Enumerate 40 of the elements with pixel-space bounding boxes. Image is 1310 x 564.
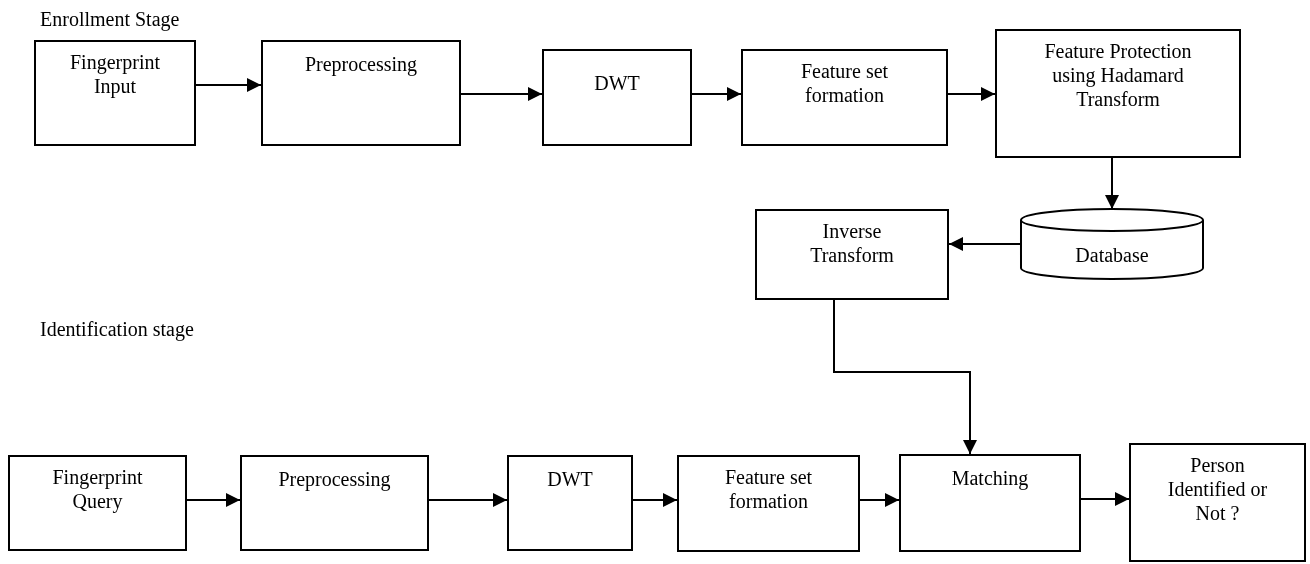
box-label: Preprocessing: [303, 52, 419, 76]
stage-heading: Enrollment Stage: [40, 8, 180, 31]
box-label: Fingerprint Input: [69, 50, 161, 98]
box-label: Inverse Transform: [809, 219, 895, 267]
box-label: Fingerprint Query: [51, 465, 144, 513]
process-box: [995, 29, 1241, 158]
arrow: [948, 237, 1021, 251]
process-box: [542, 49, 692, 146]
stage-heading: Identification stage: [40, 318, 194, 341]
process-box: [507, 455, 633, 551]
arrow: [632, 493, 678, 507]
process-box: [899, 454, 1081, 552]
process-box: [677, 455, 860, 552]
box-label: Preprocessing: [277, 467, 392, 491]
process-box: [8, 455, 187, 551]
arrow: [1105, 157, 1119, 210]
box-label: Feature Protection using Hadamard Transform: [1043, 39, 1193, 111]
box-label: Database: [1075, 243, 1149, 267]
process-box: [34, 40, 196, 146]
database-cylinder: [1020, 209, 1204, 279]
process-box: [741, 49, 948, 146]
arrow: [859, 493, 900, 507]
arrow: [186, 493, 241, 507]
arrow: [833, 299, 977, 455]
arrow: [195, 78, 262, 92]
process-box: [261, 40, 461, 146]
arrow: [428, 493, 508, 507]
arrow: [1080, 492, 1130, 506]
process-box: [755, 209, 949, 300]
box-label: Person Identified or Not ?: [1166, 453, 1269, 525]
box-label: Feature set formation: [723, 465, 814, 513]
box-label: DWT: [593, 71, 641, 95]
process-box: [240, 455, 429, 551]
box-label: Feature set formation: [799, 59, 890, 107]
box-label: DWT: [546, 467, 594, 491]
process-box: [1129, 443, 1306, 562]
arrow: [460, 87, 543, 101]
box-label: Matching: [950, 466, 1030, 490]
arrow: [947, 87, 996, 101]
arrow: [691, 87, 742, 101]
